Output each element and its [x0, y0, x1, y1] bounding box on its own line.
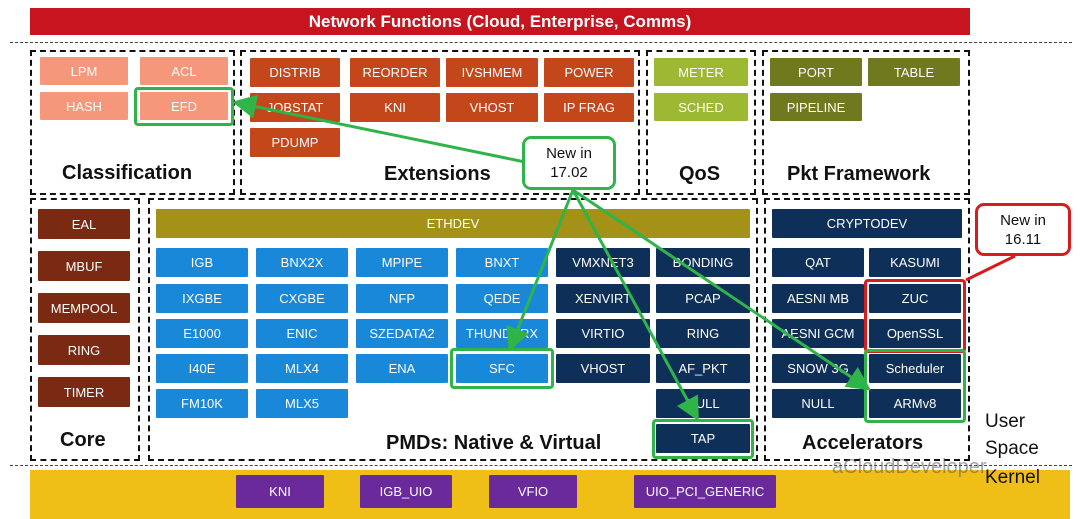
mbuf-box: MBUF — [38, 251, 130, 281]
upper-divider — [10, 42, 1072, 43]
arrow-to-tap — [571, 189, 699, 422]
pmd-e1000: E1000 — [156, 319, 248, 348]
qos-group — [646, 50, 756, 195]
pmd-szedata2: SZEDATA2 — [356, 319, 448, 348]
reorder-box: REORDER — [350, 58, 440, 87]
callout-1702-line1: New in — [546, 145, 592, 162]
acc-qat: QAT — [772, 248, 864, 277]
arrow-to-efd — [232, 94, 526, 164]
vhost-ext-box: VHOST — [446, 93, 538, 122]
meter-box: METER — [654, 58, 748, 86]
pmd-ring: RING — [656, 319, 750, 348]
callout-1611-line2: 16.11 — [1004, 231, 1042, 248]
kernel-vfio: VFIO — [489, 475, 577, 508]
kernel-kni: KNI — [236, 475, 324, 508]
core-group — [30, 198, 140, 461]
acc-null: NULL — [772, 389, 864, 418]
efd-box: EFD — [140, 92, 228, 120]
pmd-ena: ENA — [356, 354, 448, 383]
tap-highlight — [652, 419, 754, 459]
pmd-tap: TAP — [656, 424, 750, 453]
pipeline-box: PIPELINE — [770, 93, 862, 121]
kni-box: KNI — [350, 93, 440, 122]
network-functions-banner: Network Functions (Cloud, Enterprise, Co… — [30, 8, 970, 35]
lpm-box: LPM — [40, 57, 128, 85]
pmd-enic: ENIC — [256, 319, 348, 348]
arrow-to-zuc — [965, 254, 1016, 282]
power-box: POWER — [544, 58, 634, 87]
pmds-title: PMDs: Native & Virtual — [386, 432, 602, 454]
sfc-highlight — [450, 348, 554, 389]
space-label: Space — [985, 438, 1039, 459]
table-box: TABLE — [868, 58, 960, 86]
pmd-igb: IGB — [156, 248, 248, 277]
acl-box: ACL — [140, 57, 228, 85]
callout-1702-line2: 17.02 — [550, 164, 588, 181]
acc-aesni-gcm: AESNI GCM — [772, 319, 864, 348]
watermark: aCloudDeveloper — [832, 456, 987, 478]
user-label: User — [985, 411, 1026, 432]
pmd-nfp: NFP — [356, 284, 448, 313]
pmd-bnxt: BNXT — [456, 248, 548, 277]
distrib-box: DISTRIB — [250, 58, 340, 87]
mempool-box: MEMPOOL — [38, 293, 130, 323]
callout-1611-line1: New in — [1000, 212, 1046, 229]
acc-scheduler: Scheduler — [869, 354, 961, 383]
pmd-vmxnet3: VMXNET3 — [556, 248, 650, 277]
kernel-uio-pci-generic: UIO_PCI_GENERIC — [634, 475, 776, 508]
ring-core-box: RING — [38, 335, 130, 365]
timer-box: TIMER — [38, 377, 130, 407]
kernel-divider — [10, 465, 1072, 466]
core-title: Core — [60, 429, 106, 451]
extensions-group — [240, 50, 640, 195]
pmd-xenvirt: XENVIRT — [556, 284, 650, 313]
acc-openssl: OpenSSL — [869, 319, 961, 348]
hash-box: HASH — [40, 92, 128, 120]
pmd-mlx5: MLX5 — [256, 389, 348, 418]
pmd-i40e: I40E — [156, 354, 248, 383]
sched-box: SCHED — [654, 93, 748, 121]
acc-aesni-mb: AESNI MB — [772, 284, 864, 313]
classification-title: Classification — [62, 162, 193, 184]
cryptodev-box: CRYPTODEV — [772, 209, 962, 238]
acc-zuc: ZUC — [869, 284, 961, 313]
qos-title: QoS — [679, 163, 721, 185]
ipfrag-box: IP FRAG — [544, 93, 634, 122]
ethdev-box: ETHDEV — [156, 209, 750, 238]
new-in-1702-callout: New in 17.02 — [522, 136, 616, 190]
pmd-sfc: SFC — [456, 354, 548, 383]
eal-box: EAL — [38, 209, 130, 239]
pdump-box: PDUMP — [250, 128, 340, 157]
pmd-mpipe: MPIPE — [356, 248, 448, 277]
ivshmem-box: IVSHMEM — [446, 58, 538, 87]
acc-armv8: ARMv8 — [869, 389, 961, 418]
accelerators-title: Accelerators — [802, 432, 924, 454]
arrow-to-scheduler — [572, 188, 871, 391]
new-in-1611-callout: New in 16.11 — [975, 203, 1071, 256]
kernel-label: Kernel — [985, 467, 1040, 488]
pmd-vhost: VHOST — [556, 354, 650, 383]
pmd-ixgbe: IXGBE — [156, 284, 248, 313]
accelerators-group — [764, 198, 970, 461]
pmds-group — [148, 198, 758, 461]
pkt-framework-title: Pkt Framework — [787, 163, 931, 185]
kernel-igb-uio: IGB_UIO — [360, 475, 452, 508]
pmd-bonding: BONDING — [656, 248, 750, 277]
acc-kasumi: KASUMI — [869, 248, 961, 277]
port-box: PORT — [770, 58, 862, 86]
extensions-title: Extensions — [384, 163, 491, 185]
arrow-to-sfc — [506, 189, 575, 352]
pmd-cxgbe: CXGBE — [256, 284, 348, 313]
pmd-fm10k: FM10K — [156, 389, 248, 418]
pmd-virtio: VIRTIO — [556, 319, 650, 348]
pmd-bnx2x: BNX2X — [256, 248, 348, 277]
pkt-framework-group — [762, 50, 970, 195]
classification-group — [30, 50, 235, 195]
pmd-mlx4: MLX4 — [256, 354, 348, 383]
